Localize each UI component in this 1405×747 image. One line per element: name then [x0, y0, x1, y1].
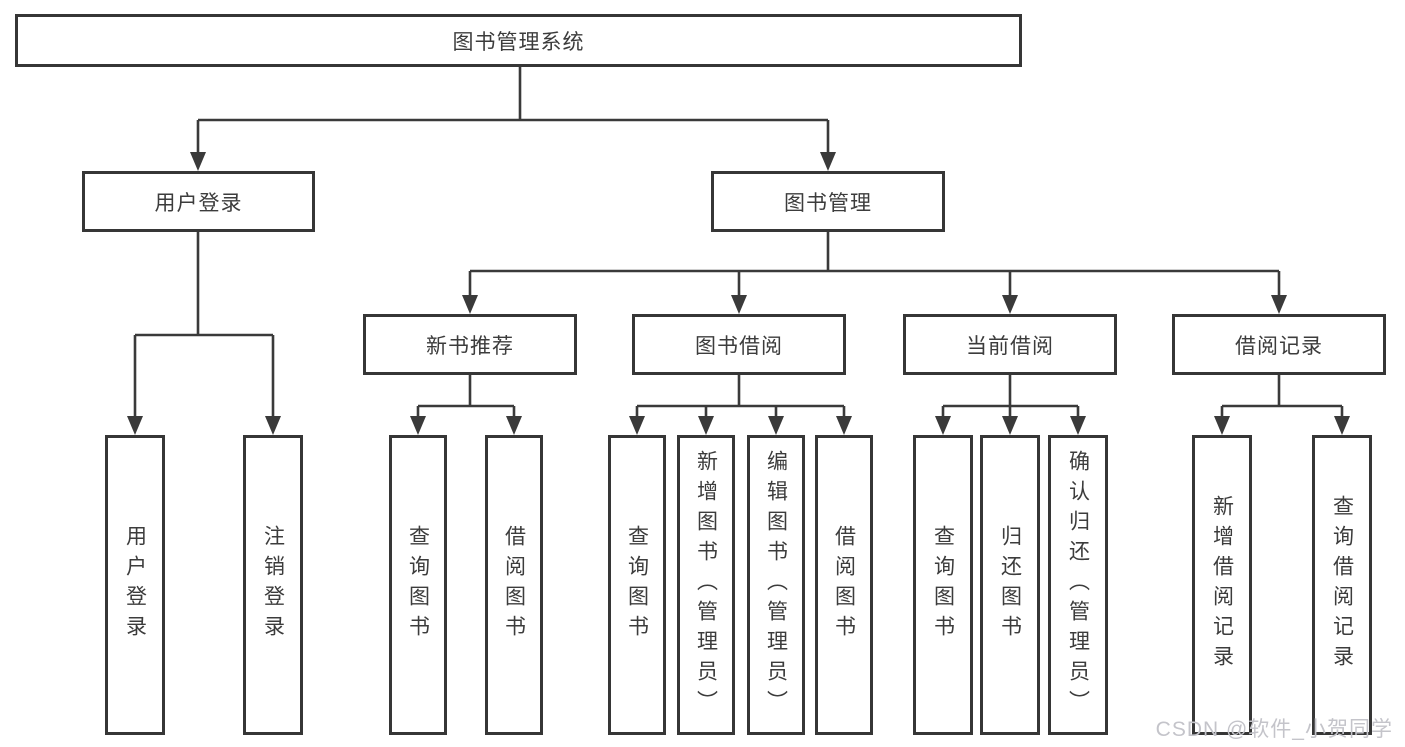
node-user-login-branch: 用户登录 [82, 171, 315, 232]
leaf-current-confirm-return: 确认归还（管理员） [1048, 435, 1108, 735]
leaf-newrec-borrow-book: 借阅图书 [485, 435, 543, 735]
node-root-label: 图书管理系统 [452, 30, 585, 54]
leaf-current-return-book-label: 归还图书 [998, 525, 1022, 645]
leaf-borrow-borrow-book-label: 借阅图书 [832, 525, 856, 645]
csdn-watermark: CSDN @软件_小贺同学 [1155, 718, 1393, 741]
leaf-borrow-add-book: 新增图书（管理员） [677, 435, 735, 735]
node-current-borrow-label: 当前借阅 [966, 334, 1054, 358]
leaf-newrec-query-book-label: 查询图书 [406, 525, 430, 645]
node-new-book-recommend: 新书推荐 [363, 314, 577, 375]
node-book-management-branch-label: 图书管理 [784, 191, 872, 215]
leaf-current-query-book-label: 查询图书 [931, 525, 955, 645]
leaf-logout-label: 注销登录 [261, 525, 285, 645]
leaf-record-query-record: 查询借阅记录 [1312, 435, 1372, 735]
leaf-record-query-record-label: 查询借阅记录 [1330, 495, 1354, 675]
node-book-management-branch: 图书管理 [711, 171, 945, 232]
node-book-borrow-label: 图书借阅 [695, 334, 783, 358]
leaf-record-add-record: 新增借阅记录 [1192, 435, 1252, 735]
node-current-borrow: 当前借阅 [903, 314, 1117, 375]
leaf-newrec-borrow-book-label: 借阅图书 [502, 525, 526, 645]
node-root: 图书管理系统 [15, 14, 1022, 67]
leaf-borrow-add-book-label: 新增图书（管理员） [694, 450, 718, 720]
leaf-current-return-book: 归还图书 [980, 435, 1040, 735]
leaf-user-login-label: 用户登录 [123, 525, 147, 645]
leaf-borrow-query-book-label: 查询图书 [625, 525, 649, 645]
leaf-borrow-edit-book: 编辑图书（管理员） [747, 435, 805, 735]
node-new-book-recommend-label: 新书推荐 [426, 334, 514, 358]
leaf-record-add-record-label: 新增借阅记录 [1210, 495, 1234, 675]
leaf-user-login: 用户登录 [105, 435, 165, 735]
leaf-borrow-query-book: 查询图书 [608, 435, 666, 735]
leaf-borrow-edit-book-label: 编辑图书（管理员） [764, 450, 788, 720]
leaf-borrow-borrow-book: 借阅图书 [815, 435, 873, 735]
leaf-current-query-book: 查询图书 [913, 435, 973, 735]
node-book-borrow: 图书借阅 [632, 314, 846, 375]
node-borrow-record-label: 借阅记录 [1235, 334, 1323, 358]
node-user-login-branch-label: 用户登录 [154, 191, 243, 215]
leaf-newrec-query-book: 查询图书 [389, 435, 447, 735]
leaf-current-confirm-return-label: 确认归还（管理员） [1066, 450, 1090, 720]
node-borrow-record: 借阅记录 [1172, 314, 1386, 375]
leaf-logout: 注销登录 [243, 435, 303, 735]
